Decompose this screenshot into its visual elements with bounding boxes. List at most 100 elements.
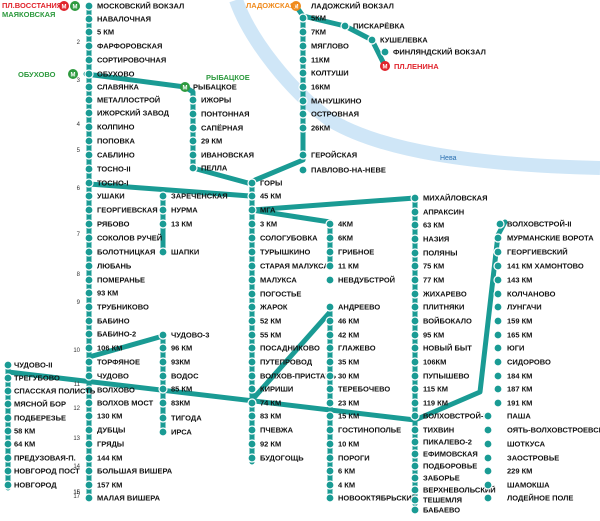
station-label[interactable]: 11КМ — [311, 56, 330, 65]
station-label[interactable]: МГА — [260, 206, 276, 215]
station-label[interactable]: КИРИШИ — [260, 385, 293, 394]
station-label[interactable]: 106 КМ — [97, 344, 122, 353]
station-label[interactable]: БАБИНО — [97, 317, 130, 326]
station-marker[interactable] — [84, 69, 94, 79]
station-marker[interactable] — [3, 413, 13, 423]
station-marker[interactable] — [410, 248, 420, 258]
station-label[interactable]: ГРЯДЫ — [97, 440, 124, 449]
station-label[interactable]: ФАРФОРОВСКАЯ — [97, 42, 162, 51]
station-label[interactable]: ПОРОГИ — [338, 454, 370, 463]
station-marker[interactable] — [410, 289, 420, 299]
station-label[interactable]: 29 КМ — [201, 137, 222, 146]
metro-pl-lenina[interactable]: М ПЛ.ЛЕНИНА — [380, 61, 439, 71]
station-label[interactable]: 95 КМ — [423, 331, 444, 340]
station-label[interactable]: 74 КМ — [260, 399, 281, 408]
station-marker[interactable] — [84, 55, 94, 65]
station-label[interactable]: ГОРЫ — [260, 179, 282, 188]
station-label[interactable]: СОКОЛОВ РУЧЕЙ — [97, 234, 162, 243]
station-marker[interactable] — [84, 411, 94, 421]
station-label[interactable]: ИЖОРЫ — [201, 96, 231, 105]
station-label[interactable]: ЕФИМОВСКАЯ — [423, 450, 478, 459]
station-marker[interactable] — [325, 425, 335, 435]
station-label[interactable]: СОРТИРОВОЧНАЯ — [97, 56, 166, 65]
station-marker[interactable] — [298, 68, 308, 78]
station-label[interactable]: ИЖОРСКИЙ ЗАВОД — [97, 109, 170, 118]
station-label[interactable]: ЧУДОВО — [97, 372, 129, 381]
station-marker[interactable] — [325, 371, 335, 381]
station-marker[interactable] — [247, 233, 257, 243]
station-label[interactable]: ПОЛЯНЫ — [423, 249, 457, 258]
station-label[interactable]: МУРМАНСКИЕ ВОРОТА — [507, 234, 594, 243]
station-label[interactable]: 46 КМ — [338, 317, 359, 326]
station-label[interactable]: 85 КМ — [171, 385, 192, 394]
station-label[interactable]: ШОТКУСА — [507, 440, 546, 449]
station-label[interactable]: ТЕРЕБОЧЕВО — [338, 385, 390, 394]
station-marker[interactable] — [247, 205, 257, 215]
station-label[interactable]: МАЛУКСА — [260, 276, 297, 285]
station-marker[interactable] — [247, 384, 257, 394]
station-marker[interactable] — [410, 485, 420, 495]
station-label[interactable]: ТОРФЯНОЕ — [97, 358, 140, 367]
station-label[interactable]: ДУБЦЫ — [97, 426, 125, 435]
station-marker[interactable] — [325, 466, 335, 476]
station-marker[interactable] — [298, 96, 308, 106]
station-label[interactable]: 10 КМ — [338, 440, 359, 449]
station-label[interactable]: МОСКОВСКИЙ ВОКЗАЛ — [97, 2, 184, 11]
station-label[interactable]: 35 КМ — [338, 358, 359, 367]
station-label[interactable]: МАНУШКИНО — [311, 97, 362, 106]
station-label[interactable]: СОЛОГУБОВКА — [260, 234, 318, 243]
station-label[interactable]: НАВАЛОЧНАЯ — [97, 15, 151, 24]
station-label[interactable]: 83КМ — [171, 399, 190, 408]
station-marker[interactable] — [247, 330, 257, 340]
station-marker[interactable] — [493, 384, 503, 394]
station-label[interactable]: ПУПЫШЕВО — [423, 372, 470, 381]
station-label[interactable]: 77 КМ — [423, 276, 444, 285]
station-marker[interactable] — [410, 357, 420, 367]
station-marker[interactable] — [493, 330, 503, 340]
station-label[interactable]: 119 КМ — [423, 399, 448, 408]
station-marker[interactable] — [158, 343, 168, 353]
station-marker[interactable] — [325, 261, 335, 271]
station-label[interactable]: ШАПКИ — [171, 248, 199, 257]
metro-rybatskoe[interactable]: М РЫБАЦКОЕ — [180, 73, 250, 92]
station-marker[interactable] — [84, 439, 94, 449]
station-label[interactable]: 93КМ — [171, 358, 190, 367]
station-marker[interactable] — [325, 330, 335, 340]
station-label[interactable]: 92 КМ — [260, 440, 281, 449]
station-marker[interactable] — [325, 247, 335, 257]
station-label[interactable]: 13 КМ — [171, 220, 192, 229]
station-label[interactable]: КОЛПИНО — [97, 123, 135, 132]
station-label[interactable]: ПАША — [507, 412, 531, 421]
station-marker[interactable] — [84, 95, 94, 105]
station-label[interactable]: НОВООКТЯБРЬСКИЙ — [338, 494, 417, 503]
station-label[interactable]: 52 КМ — [260, 317, 281, 326]
station-label[interactable]: РЯБОВО — [97, 220, 130, 229]
station-marker[interactable] — [483, 411, 493, 421]
station-label[interactable]: 165 КМ — [507, 331, 532, 340]
station-marker[interactable] — [84, 261, 94, 271]
station-marker[interactable] — [188, 95, 198, 105]
station-marker[interactable] — [247, 411, 257, 421]
station-label[interactable]: ПЕЛЛА — [201, 164, 228, 173]
station-marker[interactable] — [493, 357, 503, 367]
station-marker[interactable] — [483, 466, 493, 476]
station-marker[interactable] — [325, 384, 335, 394]
station-label[interactable]: ЗАОСТРОВЬЕ — [507, 454, 559, 463]
station-label[interactable]: ИРСА — [171, 428, 192, 437]
station-marker[interactable] — [84, 425, 94, 435]
station-marker[interactable] — [247, 343, 257, 353]
station-marker[interactable] — [298, 82, 308, 92]
station-label[interactable]: ФИНЛЯНДСКИЙ ВОКЗАЛ — [393, 48, 486, 57]
station-label[interactable]: 4КМ — [338, 220, 353, 229]
station-label[interactable]: НОВГОРОД — [14, 481, 57, 490]
station-label[interactable]: ВОЛХОВСТРОЙ-II — [507, 220, 572, 229]
station-marker[interactable] — [367, 35, 377, 45]
station-label[interactable]: ВОЛХОВ-ПРИСТАНЬ — [260, 372, 337, 381]
station-marker[interactable] — [493, 275, 503, 285]
station-marker[interactable] — [410, 316, 420, 326]
station-label[interactable]: КОЛТУШИ — [311, 69, 349, 78]
station-marker[interactable] — [298, 41, 308, 51]
station-label[interactable]: 184 КМ — [507, 372, 532, 381]
station-label[interactable]: 42 КМ — [338, 331, 359, 340]
station-label[interactable]: ПОМЕРАНЬЕ — [97, 276, 145, 285]
